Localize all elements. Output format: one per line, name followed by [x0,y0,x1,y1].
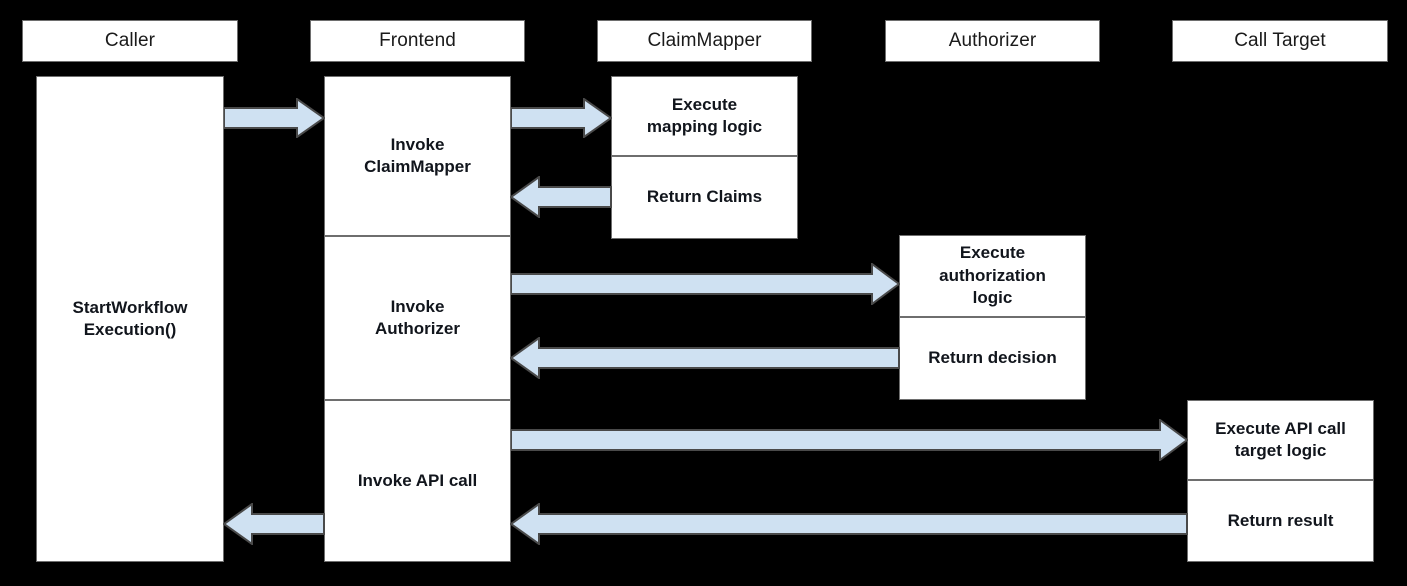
lifeline-header-authorizer: Authorizer [885,20,1100,62]
lifeline-label-frontend: Frontend [379,30,456,51]
arrow-caller-to-frontend[interactable] [224,98,325,138]
activity-label-invoke-api-call: Invoke API call [357,470,478,490]
lifeline-header-caller: Caller [22,20,238,62]
activity-invoke-api-call: Invoke API call [324,400,511,562]
lifeline-header-calltarget: Call Target [1172,20,1388,62]
activity-return-claims: Return Claims [611,156,798,239]
lifeline-header-frontend: Frontend [310,20,525,62]
activity-return-decision: Return decision [899,317,1086,400]
arrow-frontend-to-caller[interactable] [223,503,325,545]
lifeline-label-calltarget: Call Target [1234,30,1326,51]
lifeline-header-claimmapper: ClaimMapper [597,20,812,62]
arrow-frontend-to-authorizer[interactable] [511,263,900,305]
arrow-frontend-to-calltarget[interactable] [511,419,1188,461]
activity-return-result: Return result [1187,480,1374,562]
lifeline-label-claimmapper: ClaimMapper [647,30,762,51]
lifeline-label-caller: Caller [104,30,156,51]
lifeline-label-authorizer: Authorizer [948,30,1037,51]
arrow-calltarget-to-frontend[interactable] [510,503,1188,545]
arrow-frontend-to-claimmapper[interactable] [511,98,612,138]
arrow-claimmapper-to-frontend[interactable] [510,176,612,218]
activity-label-return-claims: Return Claims [646,187,763,207]
arrow-authorizer-to-frontend[interactable] [510,337,900,379]
activity-label-return-decision: Return decision [928,348,1057,368]
activity-label-return-result: Return result [1227,510,1334,530]
